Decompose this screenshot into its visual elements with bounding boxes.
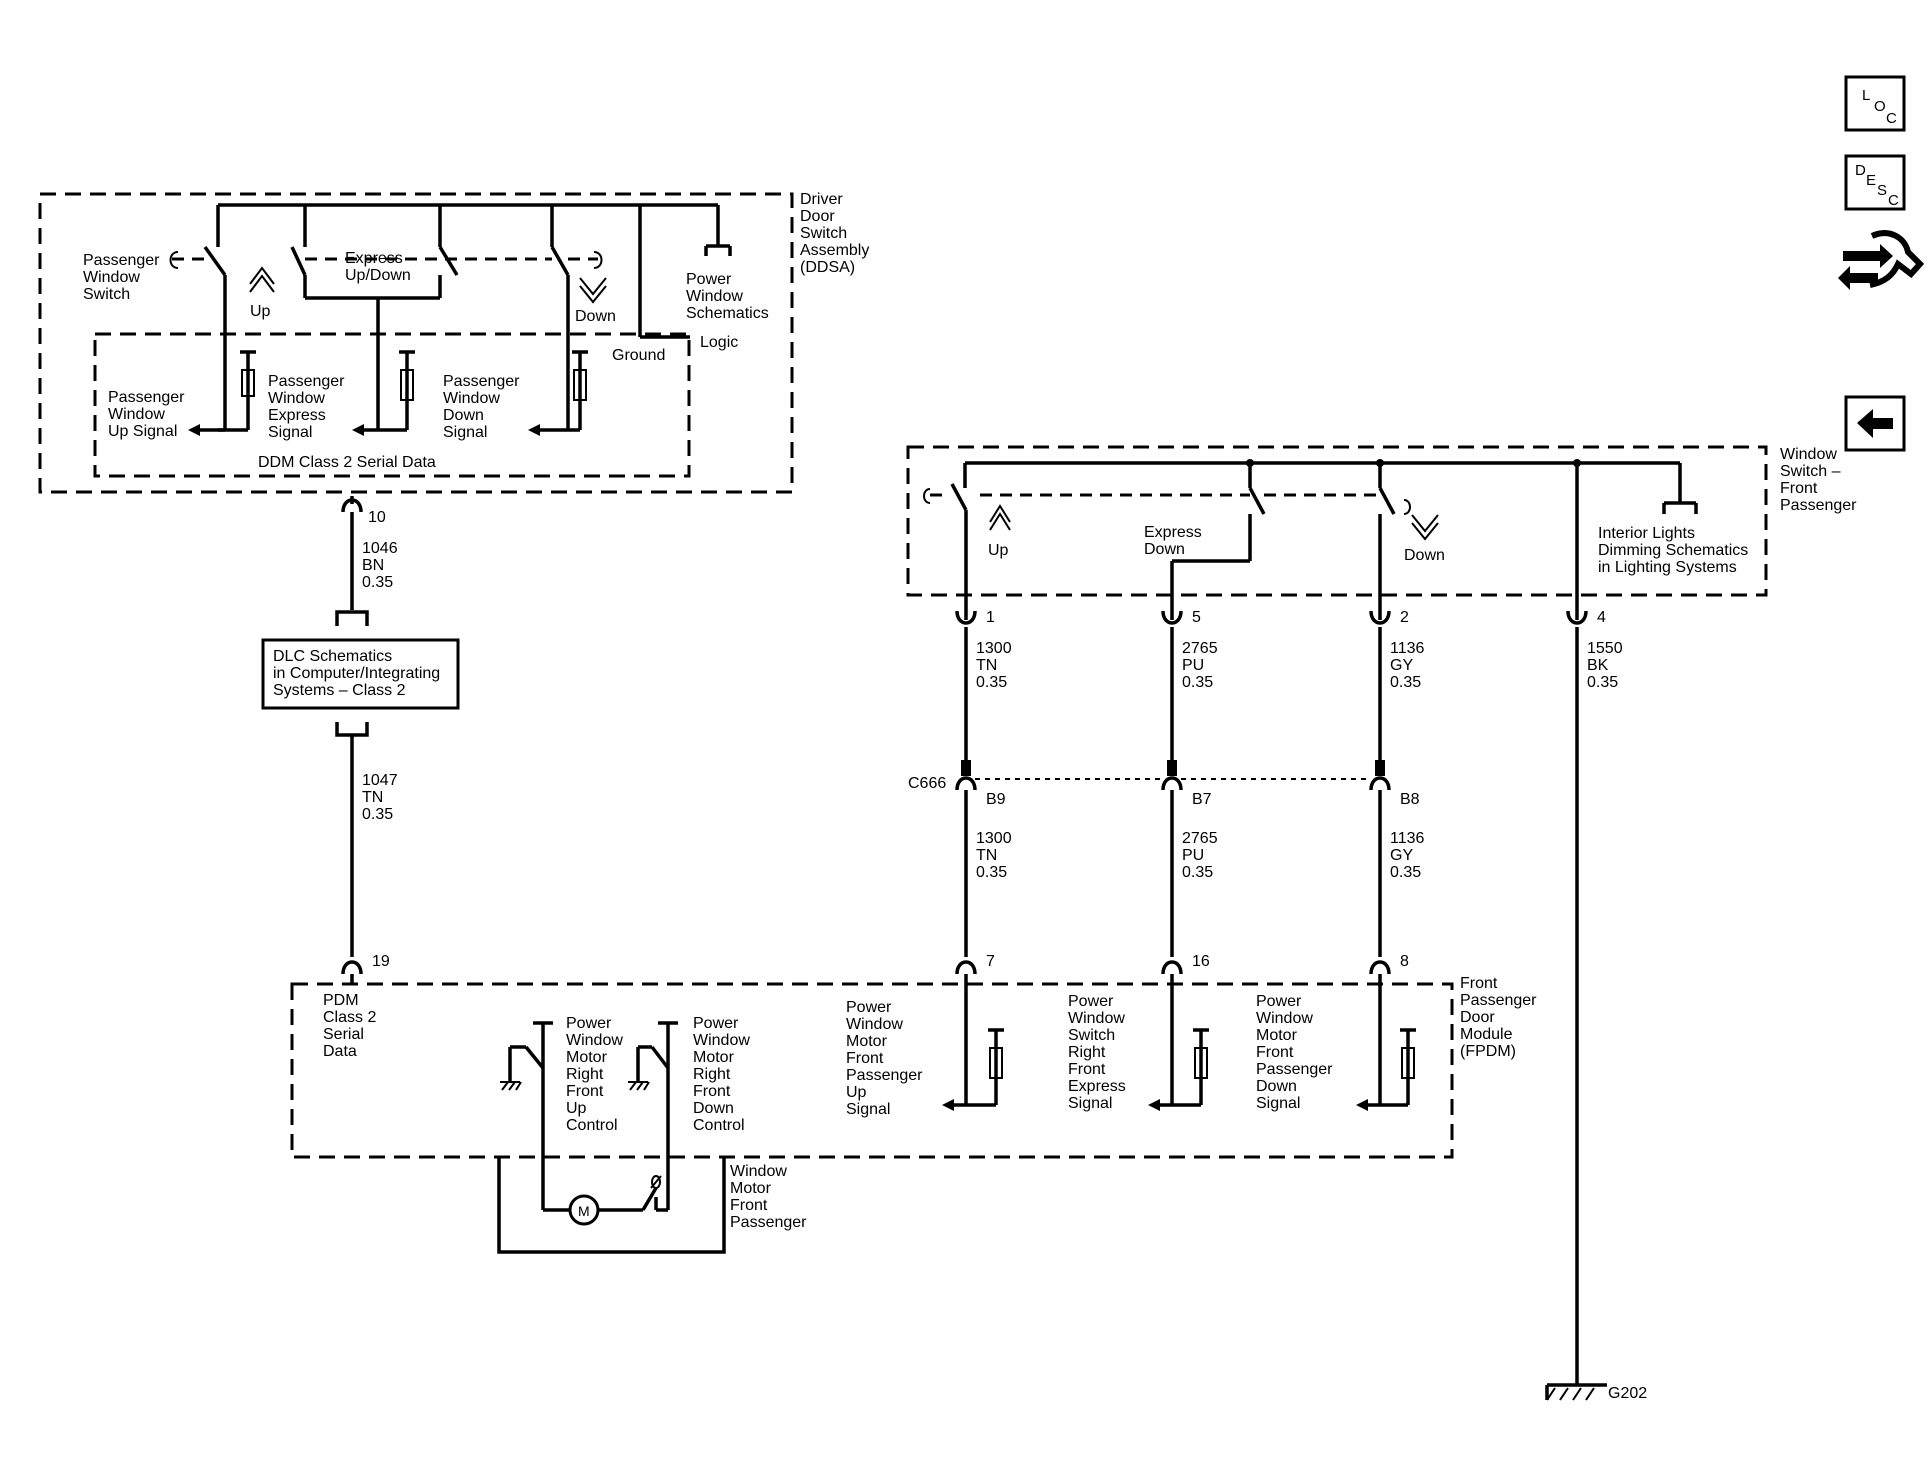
pullup-resistor <box>218 350 256 432</box>
back-arrow-icon <box>1857 409 1893 438</box>
svg-text:S: S <box>1877 182 1887 199</box>
pullup-resistor <box>378 350 415 432</box>
connector-label: C666 <box>908 775 946 792</box>
svg-text:5: 5 <box>1192 609 1201 626</box>
ground-label: G202 <box>1608 1385 1647 1402</box>
up-label: Up <box>250 303 271 320</box>
svg-text:M: M <box>578 1203 590 1219</box>
desc-button[interactable]: D E S C <box>1844 154 1906 211</box>
svg-text:19: 19 <box>372 953 390 970</box>
logic-label: Logic <box>700 334 738 351</box>
svg-text:16: 16 <box>1192 953 1210 970</box>
dlc-reference-box[interactable] <box>261 638 460 710</box>
svg-text:L: L <box>1862 87 1870 104</box>
down-label: Down <box>1404 547 1445 564</box>
svg-text:C: C <box>1888 192 1899 209</box>
svg-text:E: E <box>1866 172 1876 189</box>
svg-text:B7: B7 <box>1192 791 1212 808</box>
up-label: Up <box>988 542 1009 559</box>
svg-text:B8: B8 <box>1400 791 1420 808</box>
svg-text:10: 10 <box>368 509 386 526</box>
svg-text:2: 2 <box>1400 609 1409 626</box>
svg-text:8: 8 <box>1400 953 1409 970</box>
svg-text:D: D <box>1855 162 1866 179</box>
svg-text:4: 4 <box>1597 609 1606 626</box>
svg-text:1: 1 <box>986 609 995 626</box>
ground-label: Ground <box>612 347 665 364</box>
back-button[interactable] <box>1844 395 1906 452</box>
pullup-resistor <box>568 350 588 432</box>
diagnostic-tool-icon[interactable] <box>1838 230 1925 290</box>
serial-data-label: DDM Class 2 Serial Data <box>258 454 436 471</box>
ground-g202: G202 <box>1545 1383 1647 1402</box>
svg-text:O: O <box>1874 98 1886 115</box>
svg-text:C: C <box>1886 110 1897 127</box>
down-label: Down <box>575 308 616 325</box>
loc-button[interactable]: L O C <box>1844 75 1906 132</box>
svg-text:7: 7 <box>986 953 995 970</box>
svg-text:B9: B9 <box>986 791 1006 808</box>
